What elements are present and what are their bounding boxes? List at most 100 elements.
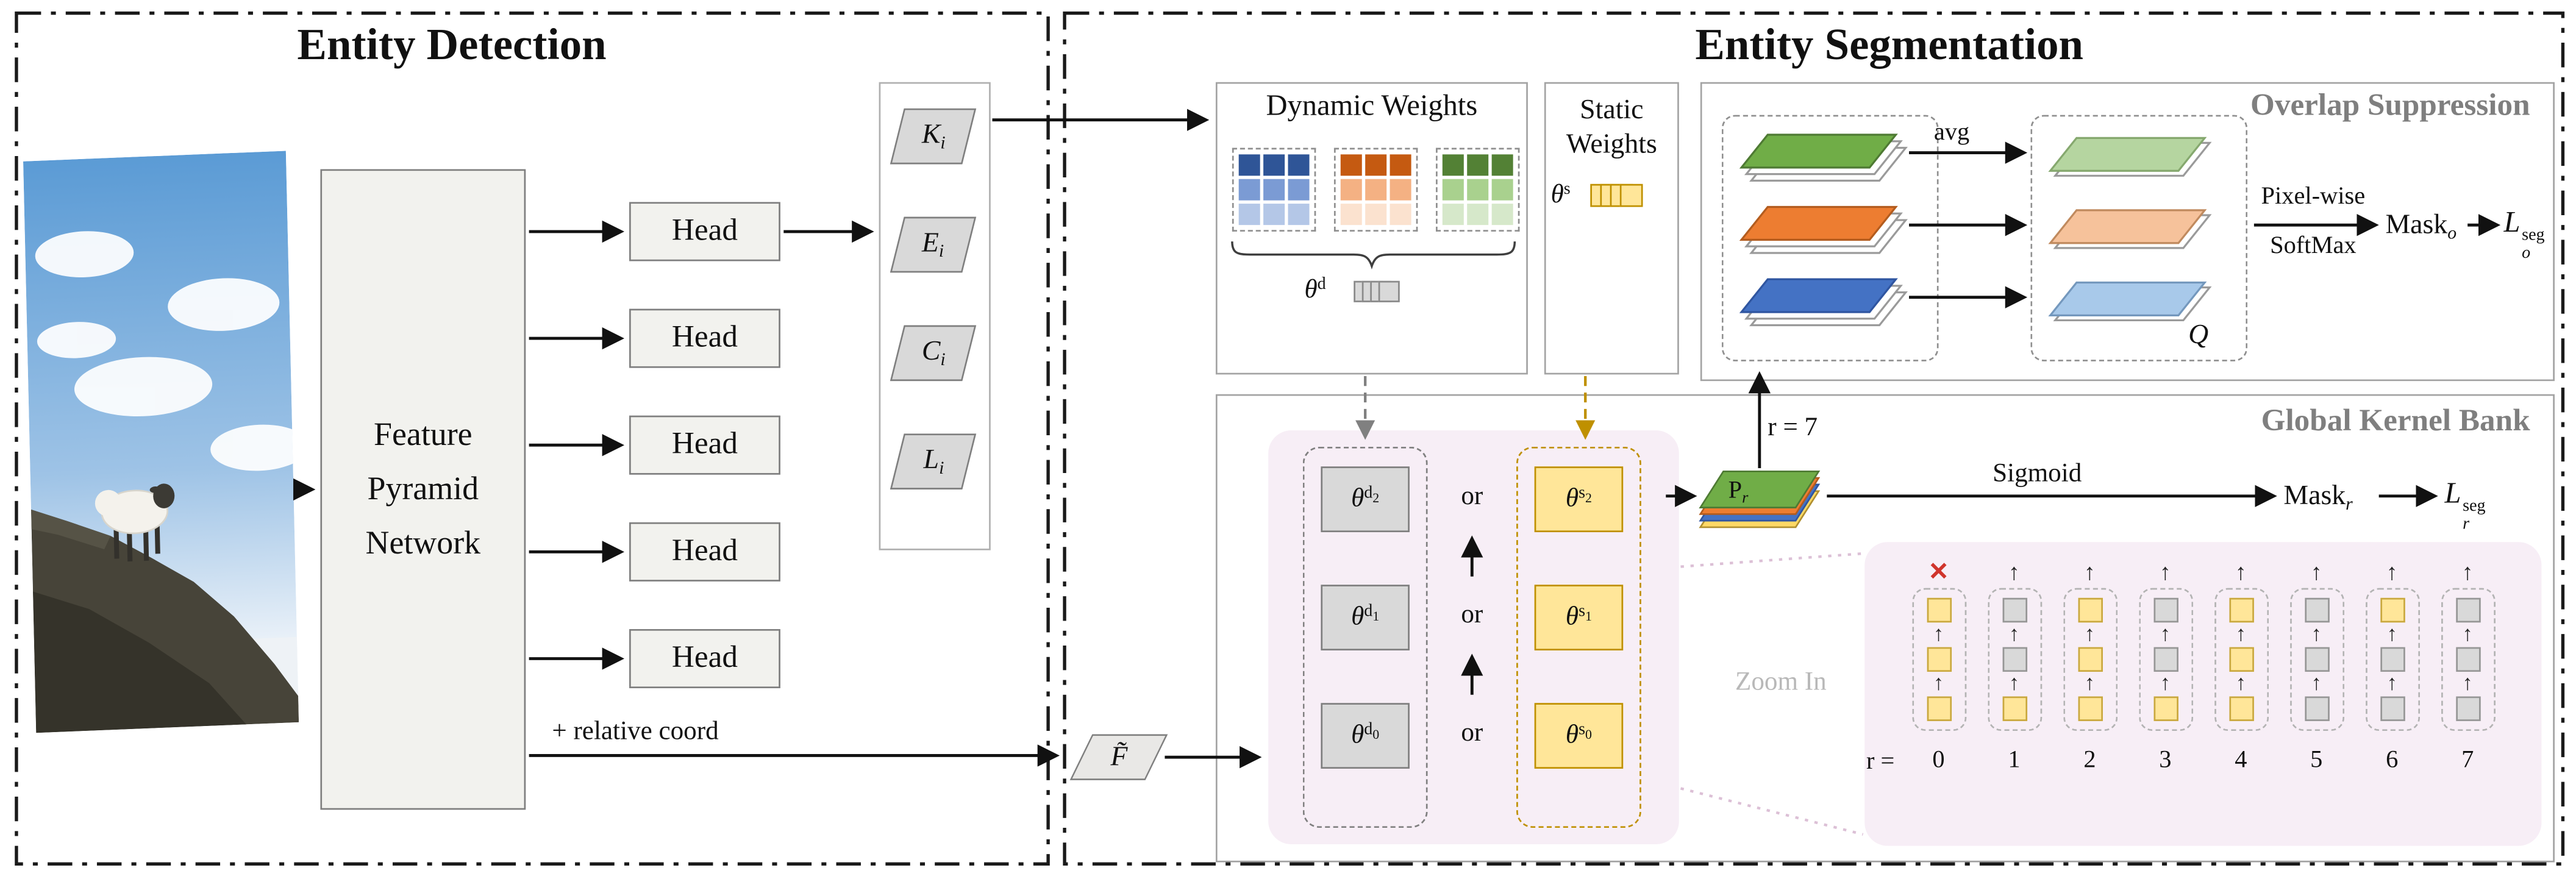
loss-o-base: L <box>2503 205 2521 238</box>
r-value-label: 2 <box>2083 747 2096 774</box>
weight-cell <box>1467 204 1489 226</box>
up-arrow-icon: ↑ <box>2084 670 2096 695</box>
output-card-l: Li <box>890 433 977 489</box>
head-box-1: Head <box>629 202 780 262</box>
weight-cell <box>1238 204 1260 226</box>
up-arrow-icon: ↑ <box>2462 670 2473 695</box>
weight-cell <box>1288 204 1310 226</box>
theta-s2-sup: s <box>1579 484 1586 503</box>
kernel-cell <box>2002 647 2027 672</box>
dynamic-weight-group-green <box>1436 148 1520 232</box>
or-label-1: or <box>1461 483 1483 511</box>
kernel-share-column-6: ↑ ↑ ↑ 6 <box>2364 562 2420 775</box>
mask-r-base: Mask <box>2283 479 2346 511</box>
loss-r-base: L <box>2444 476 2461 510</box>
up-arrow-icon: ↑ <box>1933 621 1944 646</box>
weight-cell <box>1340 204 1362 226</box>
kernel-cell <box>2380 597 2405 623</box>
weight-cell <box>1288 179 1310 201</box>
weight-cell <box>1491 204 1513 226</box>
global-kernel-bank-title: Global Kernel Bank <box>2261 404 2530 439</box>
kernel-cells: ↑ ↑ <box>2213 588 2268 731</box>
theta-s2-base: θ <box>1565 485 1579 513</box>
up-arrow-icon: ↑ <box>2461 561 2474 586</box>
mask-r-subscript: r <box>2346 494 2353 515</box>
cross-icon: ✕ <box>1928 560 1949 586</box>
theta-d-label: θd <box>1304 276 1325 306</box>
output-l-subscript: i <box>938 459 944 479</box>
theta-s-base: θ <box>1550 180 1564 209</box>
up-arrow-icon: ↑ <box>2235 561 2247 586</box>
kernel-cell <box>1926 597 1951 623</box>
dynamic-weight-group-blue <box>1232 148 1316 232</box>
static-weights-title-line-1: Static <box>1580 93 1644 125</box>
relative-coord-label: + relative coord <box>552 717 719 746</box>
theta-s0-cell: θs0 <box>1534 703 1624 769</box>
entity-masks-group <box>1721 115 1939 361</box>
kernel-cell <box>2455 597 2480 623</box>
up-arrow-icon: ↑ <box>2084 621 2096 646</box>
fpn-label-line-1: Feature <box>374 416 473 453</box>
r-value-label: 3 <box>2159 747 2172 774</box>
softmax-label: SoftMax <box>2270 233 2357 260</box>
theta-d2-sup: d <box>1364 484 1373 503</box>
kernel-cells: ↑ ↑ <box>2289 588 2344 731</box>
loss-r-superscript: seg <box>2463 498 2486 516</box>
weight-cell <box>1390 204 1411 226</box>
up-arrow-icon: ↑ <box>2008 621 2020 646</box>
up-arrow-icon: ↑ <box>2160 670 2171 695</box>
kernel-cells: ↑ ↑ <box>1911 588 1966 731</box>
up-arrow-icon: ↑ <box>2386 621 2397 646</box>
output-e-label: E <box>922 227 940 258</box>
up-arrow-icon: ↑ <box>1933 670 1944 695</box>
kernel-cell <box>2077 597 2102 623</box>
output-card-k: Ki <box>890 108 977 165</box>
kernel-cells: ↑ ↑ <box>2062 588 2117 731</box>
kernel-cell <box>2304 696 2329 721</box>
loss-o-subscript: o <box>2522 244 2531 263</box>
entity-segmentation-title: Entity Segmentation <box>1695 20 2083 69</box>
kernel-cell <box>2002 597 2027 623</box>
feature-map: F̃ <box>1069 734 1168 780</box>
r7-label: r = 7 <box>1768 414 1818 442</box>
pixelwise-label: Pixel-wise <box>2261 183 2366 210</box>
kernel-cell <box>2304 647 2329 672</box>
kernel-cell <box>2228 647 2253 672</box>
q-label: Q <box>2188 318 2209 350</box>
weight-cell <box>1390 154 1411 176</box>
averaged-masks-group <box>2030 115 2248 361</box>
theta-s1-base: θ <box>1565 603 1579 631</box>
kernel-cell <box>2077 696 2102 721</box>
kernel-share-column-0: ✕ ↑ ↑ 0 <box>1911 560 1967 775</box>
up-arrow-icon: ↑ <box>2311 621 2322 646</box>
or-label-3: or <box>1461 719 1483 748</box>
theta-d-kernel-deck <box>1354 280 1410 304</box>
r-value-label: 5 <box>2310 747 2323 774</box>
head-box-4: Head <box>629 522 780 582</box>
zoom-in-label: Zoom In <box>1735 668 1827 697</box>
weight-cell <box>1238 154 1260 176</box>
weight-cell <box>1340 179 1362 201</box>
theta-d-base: θ <box>1304 276 1318 304</box>
r-value-label: 6 <box>2386 747 2399 774</box>
r-value-label: 1 <box>2008 747 2021 774</box>
weight-cell <box>1467 179 1489 201</box>
fpn-label: Feature Pyramid Network <box>366 408 481 571</box>
weight-cell <box>1263 154 1285 176</box>
static-weights-title-line-2: Weights <box>1566 128 1657 160</box>
up-arrow-icon: ↑ <box>2159 561 2171 586</box>
fpn-box: Feature Pyramid Network <box>320 169 526 810</box>
output-e-subscript: i <box>939 242 944 263</box>
feature-map-label: F̃ <box>1110 741 1127 772</box>
up-arrow-icon: ↑ <box>2235 670 2247 695</box>
theta-d2-index: 2 <box>1372 490 1380 506</box>
up-arrow-icon: ↑ <box>2008 561 2020 586</box>
mask-r-label: Maskr <box>2283 480 2352 514</box>
theta-s-label: θs <box>1551 180 1571 210</box>
kernel-cells: ↑ ↑ <box>2364 588 2419 731</box>
weight-cell <box>1340 154 1362 176</box>
kernel-cell <box>1926 696 1951 721</box>
kernel-share-column-3: ↑ ↑ ↑ 3 <box>2138 562 2194 775</box>
